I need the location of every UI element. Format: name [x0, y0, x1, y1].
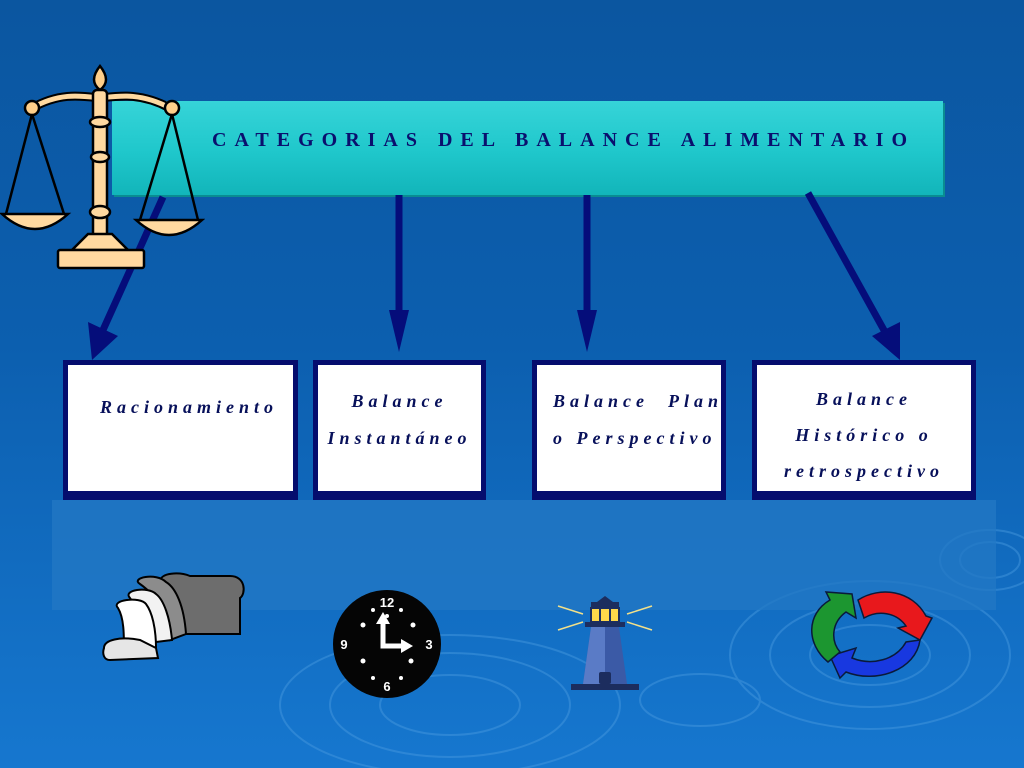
category-label: Histórico o — [795, 425, 933, 445]
arrow-to-instantaneo — [389, 195, 409, 352]
category-label: Balance — [816, 389, 912, 409]
category-box-perspectivo: Balance Plan o Perspectivo — [532, 360, 726, 500]
category-box-instantaneo: Balance Instantáneo — [313, 360, 486, 500]
category-label: o Perspectivo — [553, 428, 717, 448]
diagram-title: CATEGORIAS DEL BALANCE ALIMENTARIO — [212, 129, 916, 151]
lighthouse-icon — [557, 596, 653, 690]
arrow-to-retrospectivo — [804, 191, 900, 360]
clock-numeral-6: 6 — [383, 679, 390, 694]
clock-numeral-3: 3 — [425, 637, 432, 652]
category-label: Racionamiento — [100, 397, 279, 417]
clock-icon: 12 3 6 9 — [333, 590, 441, 698]
category-label: Balance Plan — [553, 391, 724, 411]
cycle-arrows-icon — [811, 591, 934, 680]
scales-icon — [0, 63, 205, 270]
category-label: retrospectivo — [784, 461, 944, 481]
category-box-racionamiento: Racionamiento — [63, 360, 298, 500]
arrow-to-perspectivo — [577, 195, 597, 352]
title-bar: CATEGORIAS DEL BALANCE ALIMENTARIO — [112, 101, 943, 195]
clock-numeral-12: 12 — [380, 595, 394, 610]
clock-numeral-9: 9 — [340, 637, 347, 652]
category-label: Instantáneo — [327, 428, 472, 448]
bread-icon — [102, 572, 245, 662]
category-label: Balance — [351, 391, 448, 411]
category-box-retrospectivo: Balance Histórico o retrospectivo — [752, 360, 976, 500]
